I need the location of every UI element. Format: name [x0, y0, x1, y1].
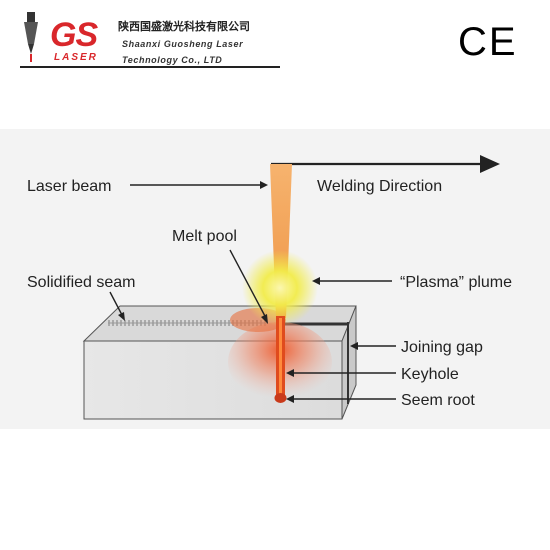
label-welding-direction: Welding Direction [317, 178, 442, 195]
ce-mark: CE [458, 20, 518, 64]
label-melt-pool: Melt pool [172, 228, 237, 245]
plasma-plume [242, 250, 318, 326]
header: GS LASER 陕西国盛激光科技有限公司 Shaanxi Guosheng L… [0, 0, 550, 80]
company-logo: GS LASER 陕西国盛激光科技有限公司 Shaanxi Guosheng L… [14, 10, 280, 70]
label-joining-gap: Joining gap [401, 339, 483, 356]
logo-company-en-line2: Technology Co., LTD [122, 55, 223, 65]
pointer-joining-gap [350, 342, 396, 350]
label-laser-beam: Laser beam [27, 178, 112, 195]
logo-company-en-line1: Shaanxi Guosheng Laser [122, 39, 244, 49]
pointer-melt-pool [229, 249, 268, 324]
label-solidified-seam: Solidified seam [27, 274, 136, 291]
logo-sub: LASER [54, 52, 98, 63]
pointer-solidified-seam [109, 291, 125, 321]
pointer-seem-root [286, 395, 396, 403]
laser-nozzle-icon [24, 12, 38, 62]
label-keyhole: Keyhole [401, 366, 459, 383]
keyhole [274, 316, 287, 403]
pointer-keyhole [286, 369, 396, 377]
pointer-plasma-plume [312, 277, 392, 285]
pointer-laser-beam [130, 181, 268, 189]
label-plasma-plume: “Plasma” plume [400, 274, 512, 291]
logo-brand: GS [50, 16, 98, 54]
welding-direction-arrow [271, 155, 500, 173]
logo-underline [20, 66, 280, 68]
logo-company-cn: 陕西国盛激光科技有限公司 [118, 21, 250, 33]
label-seem-root: Seem root [401, 392, 475, 409]
